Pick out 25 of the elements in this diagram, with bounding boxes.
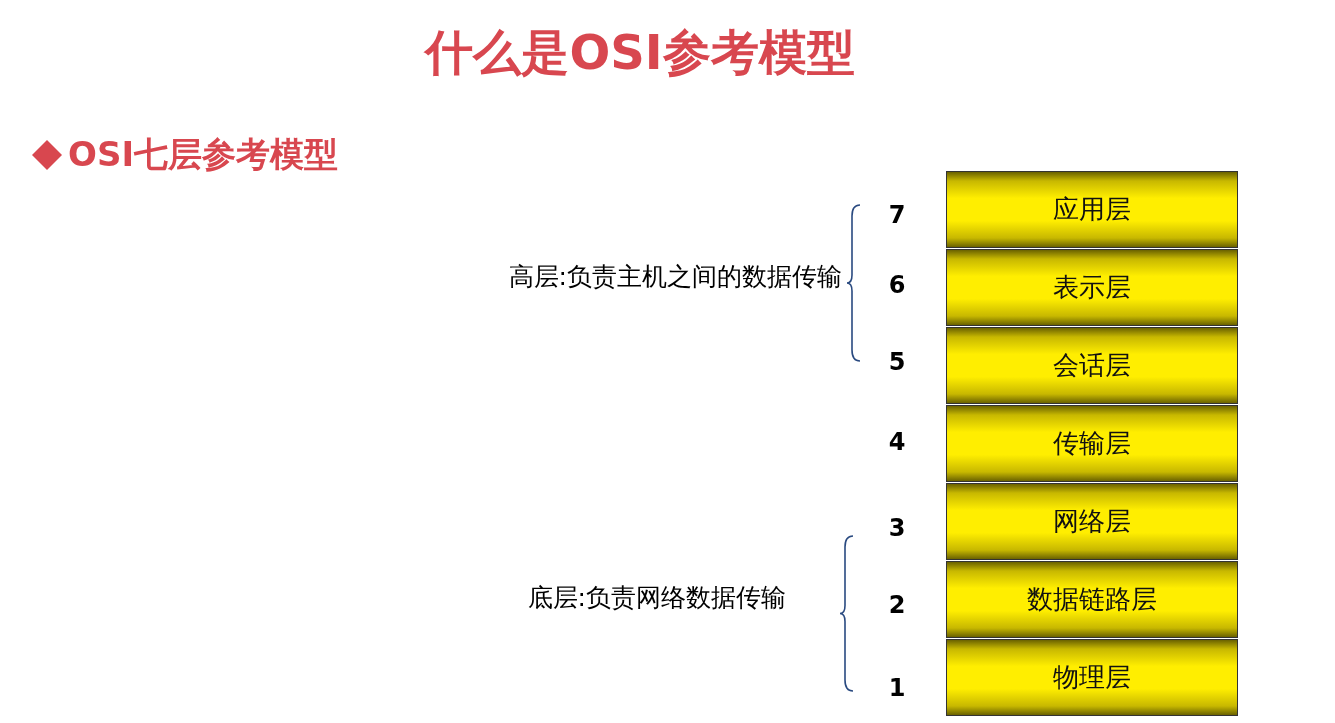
layer-number: 4 — [887, 427, 907, 457]
layer-box — [946, 405, 1238, 482]
layer-name: 应用层 — [1053, 193, 1131, 226]
layer-name: 传输层 — [1053, 427, 1131, 460]
section-heading: OSI七层参考模型 — [68, 133, 339, 176]
layer-name: 数据链路层 — [1027, 583, 1157, 616]
layer-number: 7 — [887, 200, 907, 230]
layer-number: 5 — [887, 347, 907, 377]
layer-box — [946, 171, 1238, 248]
slide-title: 什么是OSI参考模型 — [422, 23, 856, 82]
layer-number: 2 — [887, 590, 907, 620]
layer-number: 3 — [887, 513, 907, 543]
layer-box — [946, 639, 1238, 716]
layer-name: 网络层 — [1053, 505, 1131, 538]
lower-layers-note: 底层:负责网络数据传输 — [527, 582, 786, 614]
layer-name: 会话层 — [1053, 349, 1131, 382]
layer-name: 表示层 — [1053, 271, 1131, 304]
upper-layers-note: 高层:负责主机之间的数据传输 — [508, 261, 842, 293]
layer-box — [946, 561, 1238, 638]
layer-box — [946, 327, 1238, 404]
layer-number: 6 — [887, 270, 907, 300]
layer-box — [946, 249, 1238, 326]
layer-box — [946, 483, 1238, 560]
layer-number: 1 — [887, 673, 907, 703]
layer-name: 物理层 — [1053, 661, 1131, 694]
